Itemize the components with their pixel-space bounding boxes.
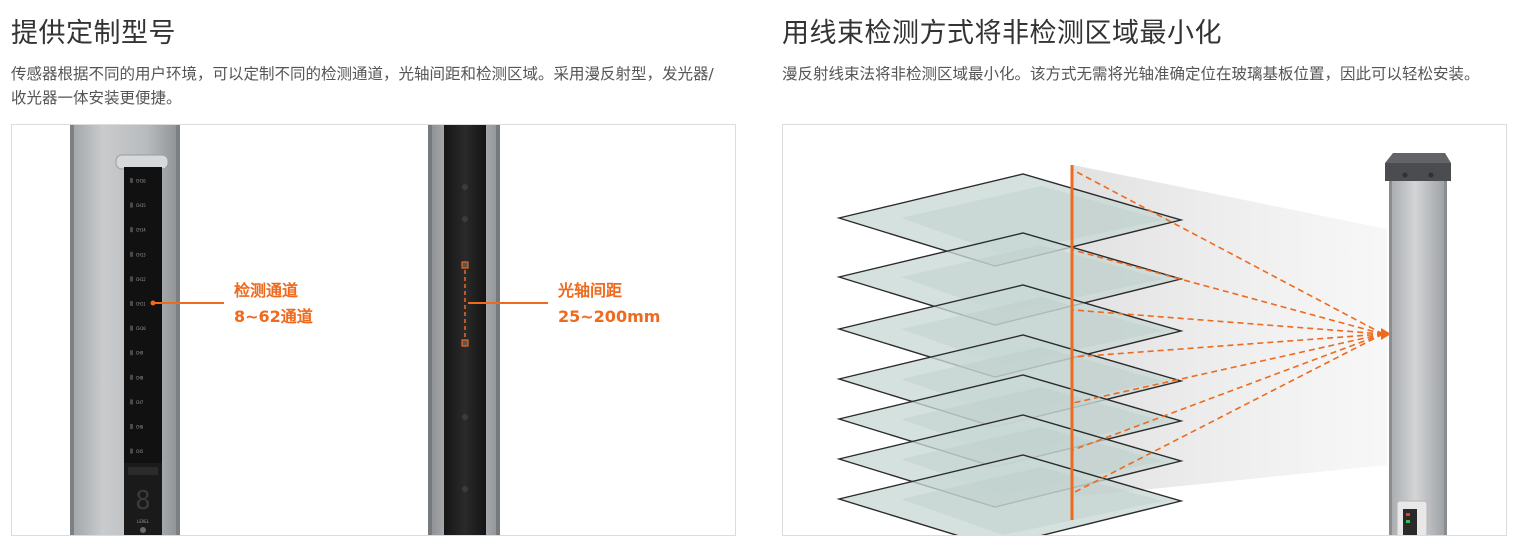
adjust-knob: [140, 527, 146, 533]
glass-sheet: [836, 454, 1184, 535]
channel-led: [130, 374, 133, 380]
channel-led: [130, 399, 133, 405]
section-custom-models: 提供定制型号 传感器根据不同的用户环境，可以定制不同的检测通道，光轴间距和检测区…: [11, 0, 738, 110]
beam-line: [1072, 169, 1384, 335]
level-label: LEVEL: [137, 519, 150, 524]
beam-line: [1072, 333, 1384, 358]
channel-led: [130, 325, 133, 331]
callout-channels-label: 检测通道: [234, 281, 298, 300]
beam-line: [1072, 333, 1384, 404]
channel-led: [130, 424, 133, 429]
section-title: 用线束检测方式将非检测区域最小化: [782, 18, 1222, 49]
glass-sheet-inner: [901, 186, 1163, 254]
channel-led: [130, 448, 133, 454]
emitter-arrow: [1381, 328, 1391, 340]
channel-label: CH10: [136, 326, 146, 331]
beam-detection-illustration: [782, 124, 1507, 536]
sensor-pillar: [1389, 171, 1447, 535]
channel-led: [130, 276, 133, 282]
channel-led: [130, 227, 133, 233]
beam-line: [1072, 249, 1384, 335]
callout-pitch-label: 光轴间距: [557, 281, 622, 300]
channel-led: [130, 251, 133, 257]
channel-label: CH14: [136, 228, 146, 233]
channel-led: [130, 202, 133, 208]
section-beam-detection: 用线束检测方式将非检测区域最小化 漫反射线束法将非检测区域最小化。该方式无需将光…: [782, 0, 1509, 86]
channel-label: CH6: [136, 425, 144, 430]
beam-lines: [1072, 169, 1384, 494]
glass-sheet: [836, 173, 1184, 267]
channel-label: CH8: [136, 375, 144, 380]
glass-substrates: [836, 173, 1184, 535]
section-title: 提供定制型号: [11, 18, 176, 49]
channel-indicators: CH16CH15CH14CH13CH12CH11CH10CH9CH8CH7CH6…: [130, 178, 146, 454]
glass-sheet-inner: [901, 467, 1163, 535]
seven-segment-digit: 8: [135, 486, 151, 516]
channel-label: CH12: [136, 277, 146, 282]
channel-strip: [124, 167, 162, 463]
channel-led: [130, 178, 133, 183]
beam-line: [1072, 309, 1384, 335]
sensor-closeup-svg: CH16CH15CH14CH13CH12CH11CH10CH9CH8CH7CH6…: [70, 125, 660, 535]
section-description: 传感器根据不同的用户环境，可以定制不同的检测通道，光轴间距和检测区域。采用漫反射…: [11, 65, 714, 107]
channel-label: CH11: [136, 302, 146, 307]
channel-label: CH13: [136, 252, 146, 257]
channel-label: CH7: [136, 400, 144, 405]
channel-label: CH5: [136, 449, 144, 454]
channel-led: [130, 301, 133, 306]
callout-pitch-value: 25~200mm: [558, 307, 660, 326]
beam-line: [1072, 333, 1384, 494]
section-description: 漫反射线束法将非检测区域最小化。该方式无需将光轴准确定位在玻璃基板位置，因此可以…: [782, 65, 1480, 83]
channel-led: [130, 350, 133, 356]
glass-stack-svg: [836, 153, 1451, 535]
glass-sheet-inner: [901, 245, 1163, 313]
channel-label: CH16: [136, 179, 146, 184]
channel-label: CH9: [136, 351, 144, 356]
callout-channels-value: 8~62通道: [234, 307, 313, 326]
channel-label: CH15: [136, 203, 146, 208]
beam-line: [1072, 333, 1384, 451]
